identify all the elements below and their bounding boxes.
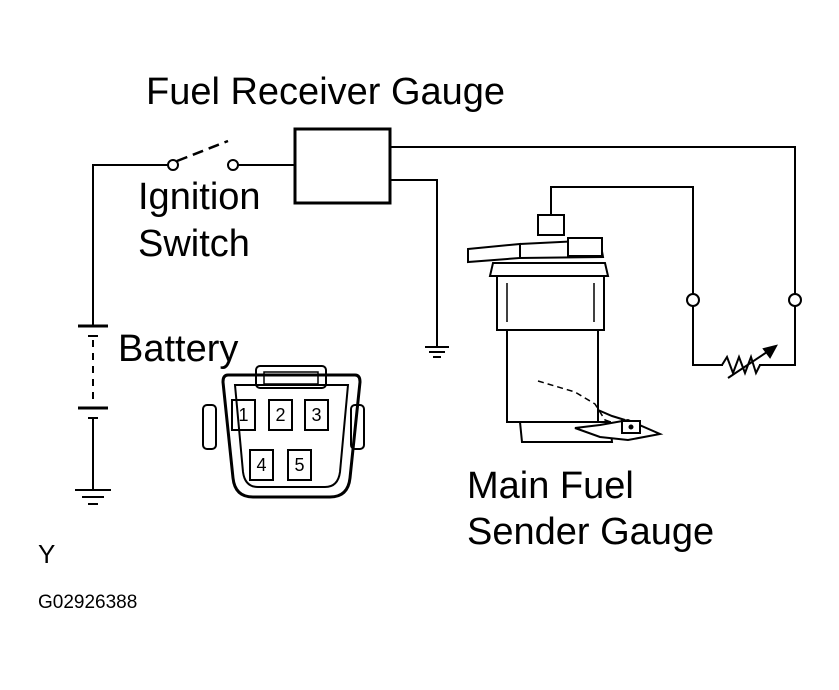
ignition-switch-label-line1: Ignition xyxy=(138,176,261,218)
pin-label: 2 xyxy=(275,405,285,425)
ground-symbol-battery xyxy=(75,489,111,505)
wire-battery-to-switch xyxy=(92,164,169,306)
wire-gauge-to-ground xyxy=(389,179,438,346)
connector-pin-labels: 1 2 3 4 5 xyxy=(238,405,321,475)
battery-symbol xyxy=(78,305,108,490)
pin-label: 1 xyxy=(238,405,248,425)
terminal-inner xyxy=(686,293,700,307)
ignition-switch-label-line2: Switch xyxy=(138,223,250,265)
fuel-sender-unit xyxy=(467,214,664,443)
pin-label: 5 xyxy=(294,455,304,475)
battery-label: Battery xyxy=(118,328,239,370)
connector-face xyxy=(202,365,365,499)
variable-resistor-symbol xyxy=(721,344,778,379)
wire-gauge-to-right-terminal xyxy=(389,146,796,294)
figure-code-label: G02926388 xyxy=(38,592,138,613)
wire-sender-to-inner-terminal xyxy=(550,186,694,294)
pin-label: 4 xyxy=(256,455,266,475)
ground-symbol-gauge xyxy=(425,346,449,358)
fuel-receiver-gauge-label: Fuel Receiver Gauge xyxy=(146,71,506,113)
view-letter-label: Y xyxy=(38,539,56,569)
wire-resistor-loop xyxy=(692,306,723,366)
ignition-switch xyxy=(167,139,239,171)
sender-gauge-label-line1: Main Fuel xyxy=(467,465,634,507)
wire-resistor-loop-right xyxy=(759,306,796,366)
pin-label: 3 xyxy=(311,405,321,425)
sender-gauge-label-line2: Sender Gauge xyxy=(467,511,715,553)
fuel-receiver-gauge-box xyxy=(293,127,392,205)
terminal-outer xyxy=(788,293,802,307)
